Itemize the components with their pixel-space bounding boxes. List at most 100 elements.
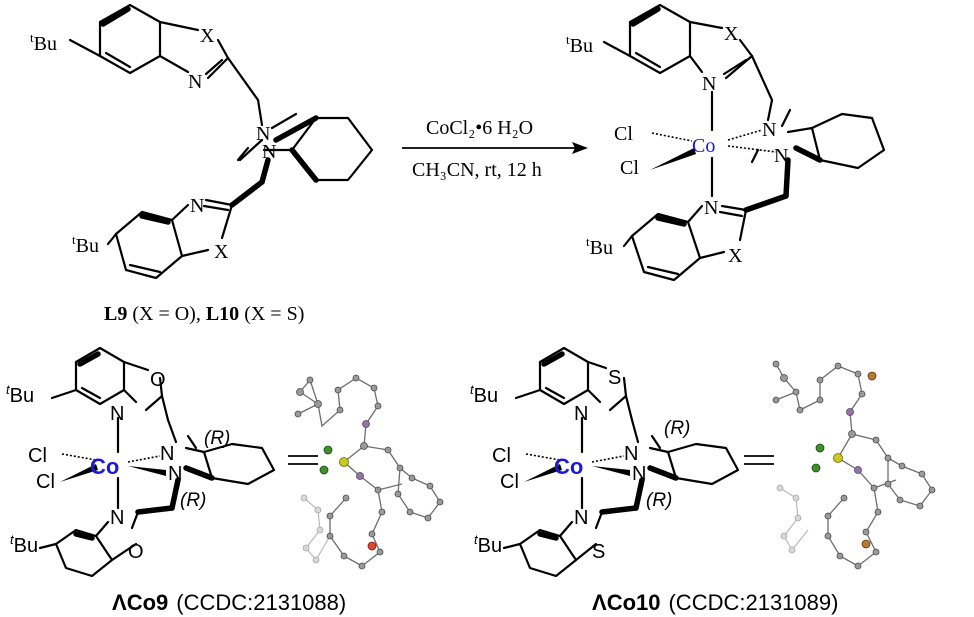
co10-atom <box>792 388 800 396</box>
co10-n-top: N <box>574 403 588 425</box>
co9-chlorine-atom <box>323 445 333 455</box>
co10-r-lower: (R) <box>646 490 672 511</box>
complex-n-benz: N <box>704 197 718 219</box>
complex-cl-1: Cl <box>614 123 633 145</box>
co9-atom <box>374 486 382 494</box>
co9-atom <box>314 506 322 514</box>
co10-chlorine-atom <box>815 443 825 453</box>
co10-atom <box>776 484 784 492</box>
co10-atom <box>854 466 862 474</box>
co10-sulfur-atom <box>867 371 877 381</box>
complex-x-bottom: X <box>728 245 743 267</box>
co9-cl-2: Cl <box>36 471 55 493</box>
co9-atom <box>300 494 308 502</box>
co9-atom <box>362 420 370 428</box>
ligand-caption: L9 (X = O), L10 (X = S) <box>104 303 304 325</box>
co10-atom <box>916 502 924 510</box>
reagent-top: CoCl₂•6 H₂O <box>426 117 533 139</box>
co10-atom <box>772 360 780 368</box>
co9-atom <box>370 384 378 392</box>
co10-structure <box>502 346 774 578</box>
complex-n-top: N <box>702 73 716 95</box>
co10-atom <box>872 548 880 556</box>
co9-crystal-structure <box>294 374 444 570</box>
complex-structure <box>602 3 886 282</box>
co9-atom <box>436 498 444 506</box>
ligand-tbu-bottom: tBu <box>72 232 99 257</box>
co10-crystal-structure <box>772 360 936 570</box>
co9-atom <box>312 556 320 564</box>
co9-atom <box>406 508 414 516</box>
co10-r-upper: (R) <box>664 418 690 439</box>
co9-chlorine-atom <box>319 465 329 475</box>
co9-caption: ΛCo9(CCDC:2131088) <box>112 590 346 615</box>
co10-tbu-top: tBu <box>470 382 498 407</box>
co10-caption: ΛCo10(CCDC:2131089) <box>592 590 838 615</box>
co10-s-top: S <box>608 367 621 389</box>
co10-atom <box>896 496 904 504</box>
co9-atom <box>314 400 322 408</box>
co10-atom <box>816 396 824 404</box>
ligand-n-upper: N <box>256 123 270 145</box>
co10-n-benz: N <box>574 507 588 529</box>
co9-atom <box>378 508 386 516</box>
co9-atom <box>358 562 366 570</box>
co10-atom <box>780 532 788 540</box>
co9-atom <box>340 552 348 560</box>
co10-atom <box>848 430 856 438</box>
co10-atom <box>816 376 824 384</box>
co9-atom <box>384 446 392 454</box>
co9-o-top: O <box>150 369 166 391</box>
co10-atom <box>858 390 866 398</box>
co9-atom <box>426 482 434 490</box>
co10-atom <box>884 454 892 462</box>
co9-co: Co <box>90 454 119 479</box>
co10-atom <box>796 406 804 414</box>
complex-labels: X N tBu Cl Cl Co N N N X tBu <box>566 23 788 267</box>
ligand-x-top: X <box>200 25 215 47</box>
co10-atom <box>788 546 796 554</box>
co10-cl-2: Cl <box>500 471 519 493</box>
ligand-x-bottom: X <box>214 241 229 263</box>
co9-labels: O N tBu Cl Cl Co N N (R) (R) N O tBu <box>6 369 230 563</box>
co10-atom <box>854 370 862 378</box>
co9-atom <box>424 514 432 522</box>
co9-oxygen-atom <box>367 541 377 551</box>
reagent-bottom: CH₃CN, rt, 12 h <box>412 159 542 181</box>
ligand-tbu-top: tBu <box>30 30 57 55</box>
co10-atom <box>854 562 862 570</box>
co9-atom <box>316 526 324 534</box>
co9-atom <box>356 472 364 480</box>
co9-atom <box>326 512 334 520</box>
co10-co: Co <box>554 454 583 479</box>
co10-chlorine-atom <box>811 463 821 473</box>
co9-atom <box>374 402 382 410</box>
co10-atom <box>834 362 842 370</box>
co10-cobalt-atom <box>833 453 843 463</box>
co9-atom <box>360 442 368 450</box>
complex-tbu-bottom: tBu <box>586 234 613 259</box>
co10-atom <box>874 508 882 516</box>
co10-atom <box>772 396 780 404</box>
co9-atom <box>294 410 302 418</box>
ligand-structure <box>68 3 374 280</box>
co10-atom <box>872 436 880 444</box>
co9-atom <box>336 406 344 414</box>
co9-r-upper: (R) <box>204 428 230 449</box>
co9-atom <box>408 474 416 482</box>
co10-atom <box>870 484 878 492</box>
co10-atom <box>846 408 854 416</box>
co9-atom <box>368 530 376 538</box>
co9-n-benz: N <box>110 507 124 529</box>
co10-atom <box>792 494 800 502</box>
ligand-n-benz: N <box>190 195 204 217</box>
co10-atom <box>794 514 802 522</box>
co9-atom <box>352 374 360 382</box>
complex-x-top: X <box>724 23 739 45</box>
ligand-n-top: N <box>188 71 202 93</box>
co10-atom <box>862 528 870 536</box>
co9-atom <box>326 532 334 540</box>
ligand-labels: X N tBu N N N X tBu <box>30 25 276 263</box>
complex-n-upper: N <box>762 119 776 141</box>
co9-n-top: N <box>110 403 124 425</box>
